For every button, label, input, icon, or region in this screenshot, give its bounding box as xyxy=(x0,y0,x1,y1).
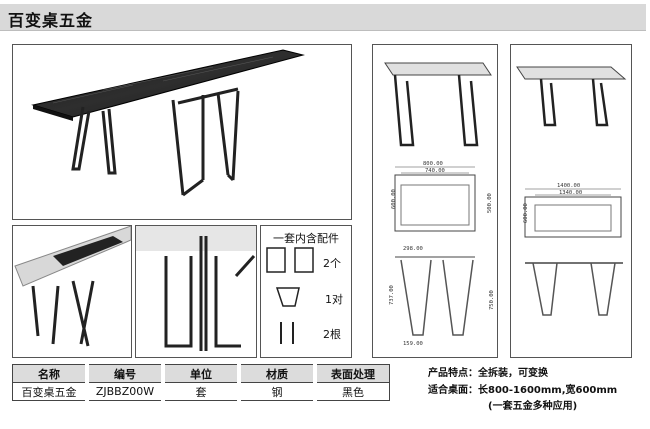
dim-front-top: 298.00 xyxy=(403,246,423,252)
spec-table-row: 百变桌五金 ZJBBZ00W 套 钢 黑色 xyxy=(12,382,390,401)
spec-header-cell: 单位 xyxy=(161,364,240,383)
spec-value-cell: 钢 xyxy=(237,382,316,401)
kit-item-label: 2根 xyxy=(323,328,341,341)
spec-header-cell: 编号 xyxy=(85,364,164,383)
feature-value: 长800-1600mm,宽600mm xyxy=(478,385,618,396)
feature-label: 适合桌面： xyxy=(428,385,478,396)
dim-front-right: 750.00 xyxy=(489,290,495,310)
kit-title: 一套内含配件 xyxy=(273,232,339,245)
dim-side-depth: 600.00 xyxy=(391,189,397,209)
tech-drawing-800: 800.00 740.00 600.00 500.00 298.00 737.0… xyxy=(372,44,498,358)
feature-line-1: 产品特点：全拆装，可变换 xyxy=(428,364,548,379)
table-3d-render xyxy=(31,49,305,197)
spec-value-cell: 黑色 xyxy=(313,382,390,401)
dim-wide-width: 1400.00 xyxy=(557,183,580,189)
dim-top-inner: 740.00 xyxy=(425,168,445,174)
kit-panel: 一套内含配件 2个 1对 2根 xyxy=(260,225,352,358)
page-title: 百变桌五金 xyxy=(8,11,94,30)
dim-top-width: 800.00 xyxy=(423,161,443,167)
spec-header-cell: 表面处理 xyxy=(313,364,390,383)
kit-item-label: 2个 xyxy=(323,257,341,270)
header-bar xyxy=(0,4,646,31)
tech-drawing-1400: 1400.00 1340.00 600.00 xyxy=(510,44,632,358)
detail-render-left xyxy=(12,225,132,358)
spec-value-cell: 百变桌五金 xyxy=(12,382,88,401)
feature-label: 产品特点： xyxy=(428,368,478,379)
feature-line-3: (一套五金多种应用) xyxy=(488,401,578,412)
dim-wide-inner: 1340.00 xyxy=(559,190,582,196)
feature-value: 全拆装，可变换 xyxy=(478,368,548,379)
main-render-panel xyxy=(12,44,352,220)
dim-side-inner: 500.00 xyxy=(487,193,493,213)
dim-front-left: 737.00 xyxy=(389,285,395,305)
detail-render-middle xyxy=(135,225,257,358)
kit-item-label: 1对 xyxy=(325,293,343,306)
dim-front-bottom: 159.00 xyxy=(403,341,423,347)
spec-table-header: 名称 编号 单位 材质 表面处理 xyxy=(12,364,390,383)
spec-value-cell: 套 xyxy=(161,382,240,401)
kit-parts-drawing xyxy=(266,247,314,344)
spec-value-cell: ZJBBZ00W xyxy=(85,382,164,401)
spec-header-cell: 材质 xyxy=(237,364,316,383)
feature-line-2: 适合桌面：长800-1600mm,宽600mm xyxy=(428,381,617,396)
spec-header-cell: 名称 xyxy=(12,364,88,383)
spec-table: 名称 编号 单位 材质 表面处理 百变桌五金 ZJBBZ00W 套 钢 黑色 xyxy=(12,364,390,401)
dim-wide-depth: 600.00 xyxy=(523,203,529,223)
